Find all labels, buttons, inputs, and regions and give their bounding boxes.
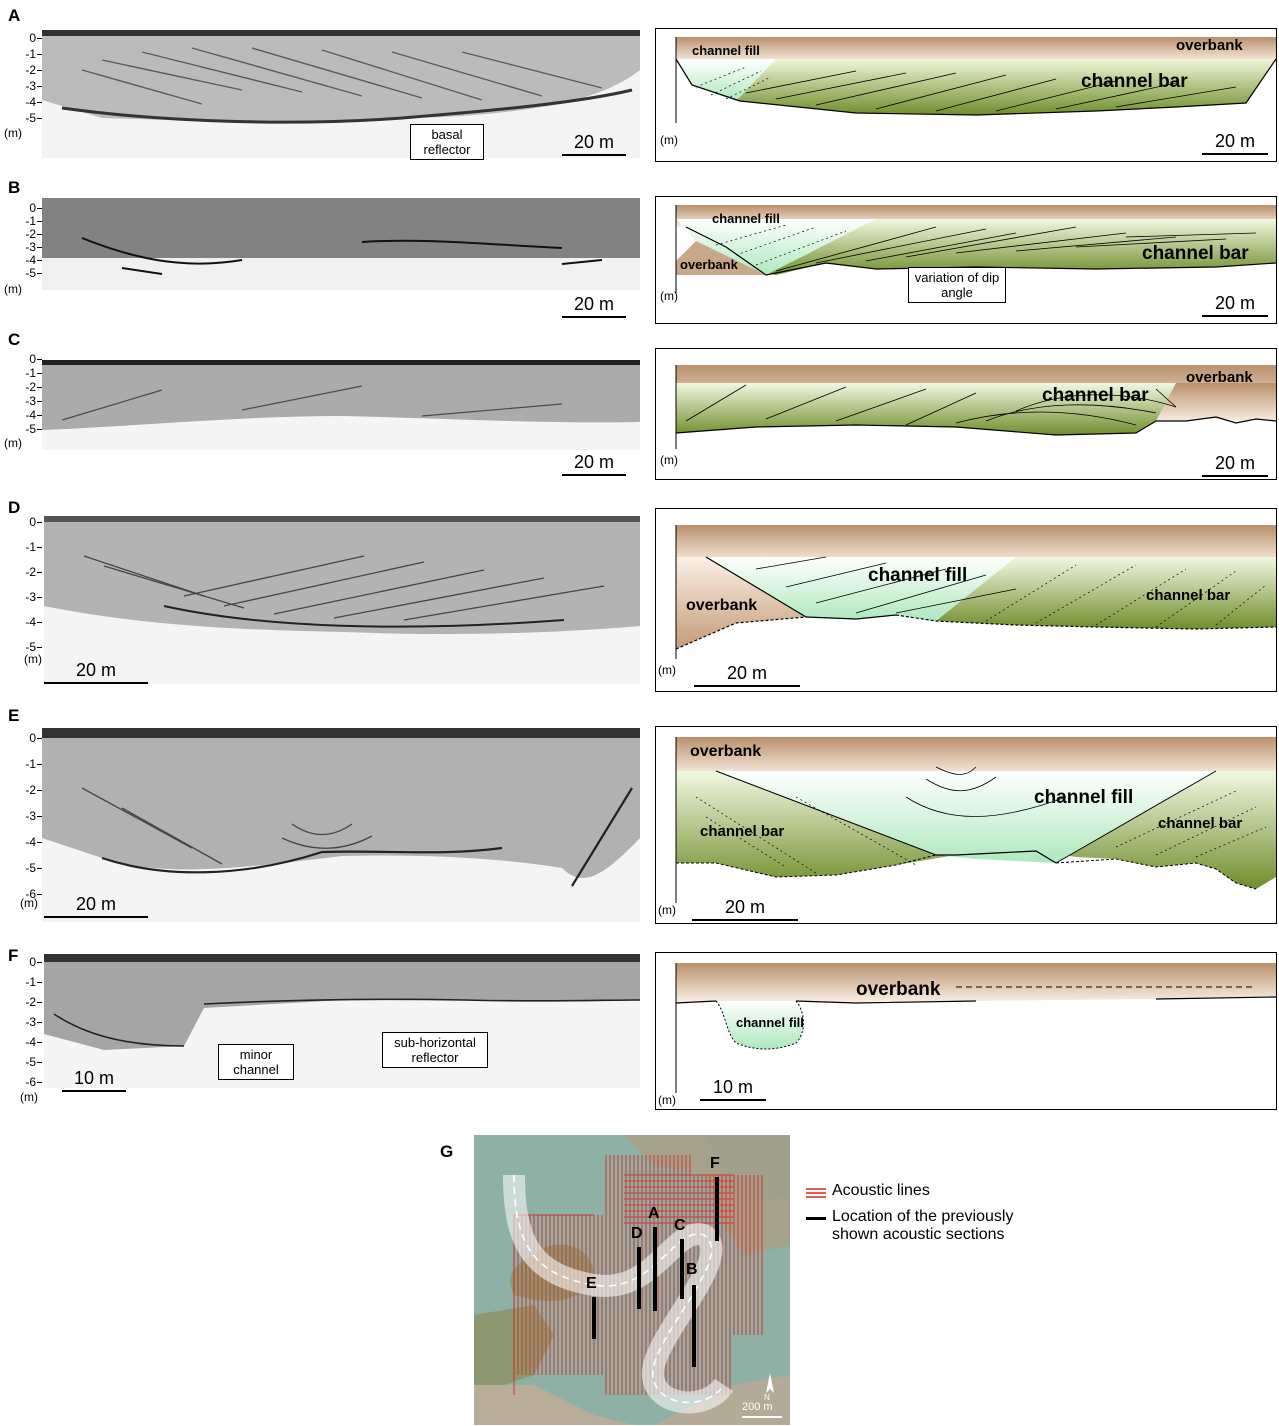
map-label-c: C	[674, 1217, 686, 1234]
scale-bar-c-right: 20 m	[1202, 453, 1268, 477]
scale-bar-e-left: 20 m	[44, 894, 148, 918]
unit-label-d-right: (m)	[658, 663, 676, 677]
scale-bar-d-right: 20 m	[694, 663, 800, 687]
seismic-profile-f	[44, 954, 640, 1088]
map-label-b: B	[686, 1261, 698, 1278]
map-label-d: D	[631, 1225, 643, 1242]
callout-dip-angle: variation of dip angle	[908, 267, 1006, 303]
panel-label-d: D	[8, 498, 21, 517]
unit-label-a-right: (m)	[660, 133, 678, 147]
north-arrow-icon: N	[764, 1393, 770, 1402]
panel-label-a: A	[8, 6, 21, 25]
label-channel-fill-b: channel fill	[712, 211, 780, 226]
panel-label-f: F	[8, 946, 19, 965]
label-overbank-a: overbank	[1176, 37, 1243, 54]
unit-label-f: (m)	[20, 1090, 38, 1104]
label-channel-fill-e: channel fill	[1034, 787, 1134, 808]
scale-bar-a-left: 20 m	[562, 132, 626, 156]
callout-minor-channel: minor channel	[218, 1044, 294, 1080]
seismic-profile-a	[42, 30, 640, 158]
callout-sub-horizontal-reflector: sub-horizontal reflector	[382, 1032, 488, 1068]
panel-label-e: E	[8, 706, 20, 725]
label-channel-bar-d: channel bar	[1146, 587, 1231, 604]
seismic-profile-c	[42, 360, 640, 450]
map-label-e: E	[586, 1275, 597, 1292]
callout-basal-reflector: basal reflector	[410, 124, 484, 160]
unit-label-c: (m)	[4, 436, 22, 450]
panel-label-b: B	[8, 178, 21, 197]
interpretation-e: overbank channel fill channel bar channe…	[655, 726, 1277, 924]
depth-axis-f: 0 -1 -2 -3 -4 -5 -6	[0, 956, 42, 1096]
scale-bar-c-left: 20 m	[562, 452, 626, 476]
map-label-a: A	[648, 1205, 660, 1222]
legend-acoustic-lines: Acoustic lines	[832, 1182, 930, 1199]
scale-bar-f-left: 10 m	[62, 1068, 126, 1092]
scale-bar-b-left: 20 m	[562, 294, 626, 318]
label-channel-fill-a: channel fill	[692, 43, 760, 58]
scale-bar-a-right: 20 m	[1202, 131, 1268, 155]
scale-bar-b-right: 20 m	[1202, 293, 1268, 317]
unit-label-e-right: (m)	[658, 903, 676, 917]
label-overbank-e: overbank	[690, 743, 762, 760]
unit-label-b-right: (m)	[660, 289, 678, 303]
depth-axis-a: 0 -1 -2 -3 -4 -5	[0, 32, 42, 162]
label-overbank-d: overbank	[686, 597, 758, 614]
label-overbank-b: overbank	[680, 257, 738, 272]
interpretation-a: channel fill overbank channel bar (m) 20…	[655, 28, 1277, 162]
survey-map: F A C D B E N 200 m	[474, 1135, 790, 1425]
unit-label-d: (m)	[24, 652, 42, 666]
interpretation-f: overbank channel fill (m) 10 m	[655, 952, 1277, 1110]
unit-label-e: (m)	[20, 896, 38, 910]
legend-section-location: Location of the previously shown acousti…	[832, 1208, 1014, 1243]
panel-label-c: C	[8, 330, 21, 349]
seismic-profile-b	[42, 198, 640, 290]
label-channel-fill-d: channel fill	[868, 565, 968, 586]
panel-label-g: G	[440, 1142, 454, 1161]
interpretation-d: channel fill overbank channel bar (m) 20…	[655, 508, 1277, 692]
scale-bar-d-left: 20 m	[44, 660, 148, 684]
label-overbank-f: overbank	[856, 979, 941, 1000]
scale-bar-f-right: 10 m	[700, 1077, 766, 1101]
map-label-f: F	[710, 1155, 720, 1172]
unit-label-a: (m)	[4, 126, 22, 140]
unit-label-f-right: (m)	[658, 1093, 676, 1107]
label-channel-bar-b: channel bar	[1142, 243, 1249, 264]
label-channel-bar-e-left: channel bar	[700, 823, 785, 840]
depth-axis-e: 0 -1 -2 -3 -4 -5 -6	[0, 732, 42, 912]
label-channel-bar-e-right: channel bar	[1158, 815, 1243, 832]
label-channel-bar-c: channel bar	[1042, 385, 1149, 406]
interpretation-c: overbank channel bar (m) 20 m	[655, 348, 1277, 480]
unit-label-b: (m)	[4, 282, 22, 296]
map-scale-label: 200 m	[742, 1401, 773, 1413]
label-overbank-c: overbank	[1186, 369, 1253, 386]
seismic-profile-e	[42, 728, 640, 922]
interpretation-b: channel fill overbank channel bar variat…	[655, 196, 1277, 324]
legend-section-line-icon	[806, 1217, 826, 1220]
scale-bar-e-right: 20 m	[692, 897, 798, 921]
depth-axis-b: 0 -1 -2 -3 -4 -5	[0, 202, 42, 298]
depth-axis-c: 0 -1 -2 -3 -4 -5	[0, 353, 42, 453]
label-channel-fill-f: channel fill	[736, 1015, 804, 1030]
legend-acoustic-lines-icon	[806, 1186, 826, 1198]
depth-axis-d: 0 -1 -2 -3 -4 -5	[0, 516, 42, 666]
unit-label-c-right: (m)	[660, 453, 678, 467]
label-channel-bar-a: channel bar	[1081, 71, 1188, 92]
seismic-profile-d	[44, 516, 640, 684]
